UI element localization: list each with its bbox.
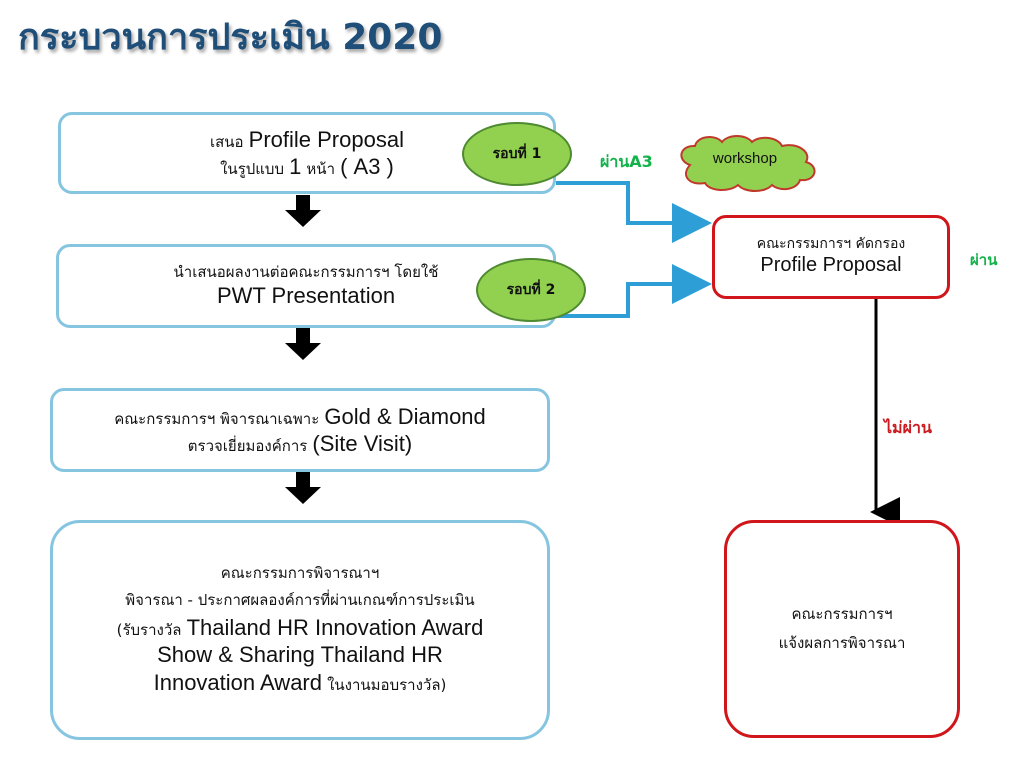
workshop-label: workshop (712, 150, 778, 167)
notify-results-box: คณะกรรมการฯ แจ้งผลการพิจารณา (724, 520, 960, 738)
screening-committee-box: คณะกรรมการฯ คัดกรอง Profile Proposal (712, 215, 950, 299)
pass-a3-label: ผ่านA3 (600, 152, 653, 171)
down-arrow-1 (285, 195, 321, 227)
step-profile-proposal: เสนอ Profile Proposal ในรูปแบบ 1 หน้า ( … (58, 112, 556, 194)
step-pwt-presentation: นำเสนอผลงานต่อคณะกรรมการฯ โดยใช้ PWT Pre… (56, 244, 556, 328)
pass-label: ผ่าน (970, 251, 998, 269)
page-title: กระบวนการประเมิน 2020 (18, 17, 443, 58)
connector-step2-to-screening (556, 264, 712, 318)
down-arrow-2 (285, 328, 321, 360)
workshop-cloud-shape (680, 135, 816, 192)
step-announce-results: คณะกรรมการพิจารณาฯ พิจารณา - ประกาศผลองค… (50, 520, 550, 740)
round-2-badge: รอบที่ 2 (476, 258, 586, 322)
fail-label: ไม่ผ่าน (884, 418, 932, 437)
step-site-visit: คณะกรรมการฯ พิจารณาเฉพาะ Gold & Diamond … (50, 388, 550, 472)
connector-step1-to-screening (556, 181, 712, 243)
down-arrow-3 (285, 472, 321, 504)
round-1-badge: รอบที่ 1 (462, 122, 572, 186)
